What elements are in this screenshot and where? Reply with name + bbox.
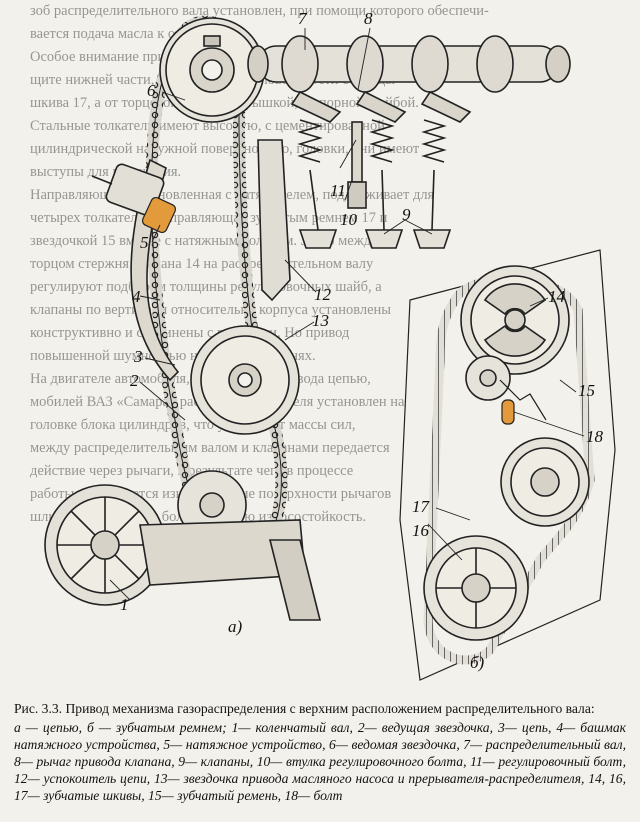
caption-title: Рис. 3.3. Привод механизма газораспредел…: [14, 701, 595, 716]
callout-14: 14: [548, 287, 566, 306]
callout-11: 11: [330, 181, 346, 200]
subfigure-b-label: б): [470, 653, 485, 672]
tensioner-accent: [141, 196, 177, 234]
rocker-arm: [355, 90, 407, 123]
driven-sprocket: [159, 17, 265, 123]
bg-line: звездочкой 15 вместе с натяжным роликом.…: [30, 233, 379, 249]
bg-line: вается подача масла к опорам.: [30, 26, 217, 42]
caption-legend: а — цепью, б — зубчатым ремнем; 1— колен…: [14, 720, 626, 803]
bg-line: действие через рычаги, в результате чего…: [30, 463, 354, 479]
valve-2: [364, 119, 404, 249]
callout-16: 16: [412, 521, 430, 540]
bg-line: цилиндрической наружной поверхностью, го…: [30, 141, 420, 157]
figure-caption: Рис. 3.3. Привод механизма газораспредел…: [14, 700, 626, 818]
callout-7: 7: [298, 9, 308, 28]
oil-pump-sprocket: [190, 325, 300, 435]
rocker-arm: [420, 90, 472, 123]
bg-line: зоб распределительного вала установлен, …: [30, 3, 489, 19]
chain-damper: [257, 139, 291, 302]
callout-9: 9: [402, 205, 411, 224]
subfigure-a-label: а): [228, 617, 243, 636]
callout-12: 12: [314, 285, 332, 304]
callout-5: 5: [140, 233, 149, 252]
callout-18: 18: [586, 427, 604, 446]
callout-15: 15: [578, 381, 595, 400]
callout-10: 10: [340, 210, 358, 229]
callout-3: 3: [133, 347, 143, 366]
valve-1: [297, 119, 338, 249]
crankshaft-pulley: [44, 484, 166, 606]
bg-line: четырех толкателей направляющая зубчатым…: [30, 210, 388, 226]
callout-4: 4: [132, 287, 141, 306]
callout-6: 6: [147, 81, 156, 100]
callout-8: 8: [364, 9, 373, 28]
camshaft: [247, 35, 571, 93]
bg-line: регулируют подбором толщины регулировочн…: [30, 279, 382, 295]
belt-tensioner-roller: [465, 355, 511, 401]
callout-13: 13: [312, 311, 329, 330]
belt-drive-frame: [399, 249, 616, 681]
belt-drive-assembly: [399, 249, 616, 681]
bolt-accent: [501, 399, 515, 425]
bg-line: между распределительным валом и клапанам…: [30, 440, 390, 456]
auxiliary-pulley: [500, 437, 590, 527]
rocker-arm: [290, 90, 342, 123]
bg-line: Стальные толкатели имеют высокую, с цеме…: [30, 118, 385, 134]
valve-3: [412, 119, 452, 249]
timing-drive-figure: 6 7 8 11 10 9 12 13 5 4 3 2 1 14 15 18 1…: [44, 9, 616, 681]
callout-2: 2: [130, 371, 139, 390]
callout-1: 1: [120, 595, 129, 614]
figure-svg: 6 7 8 11 10 9 12 13 5 4 3 2 1 14 15 18 1…: [44, 9, 616, 681]
camshaft-pulley: [460, 265, 570, 375]
adjusting-bolt: [351, 121, 363, 183]
chain-drive-assembly: [44, 15, 571, 621]
leader-lines: [109, 27, 585, 601]
callout-labels: 6 7 8 11 10 9 12 13 5 4 3 2 1 14 15 18 1…: [120, 9, 604, 672]
crankshaft-toothed-pulley: [423, 535, 529, 641]
tensioner-shoe: [130, 158, 180, 382]
bg-line: клапаны по вертикали относительно корпус…: [30, 302, 392, 318]
callout-17: 17: [412, 497, 431, 516]
bolt-sleeve: [347, 181, 367, 209]
